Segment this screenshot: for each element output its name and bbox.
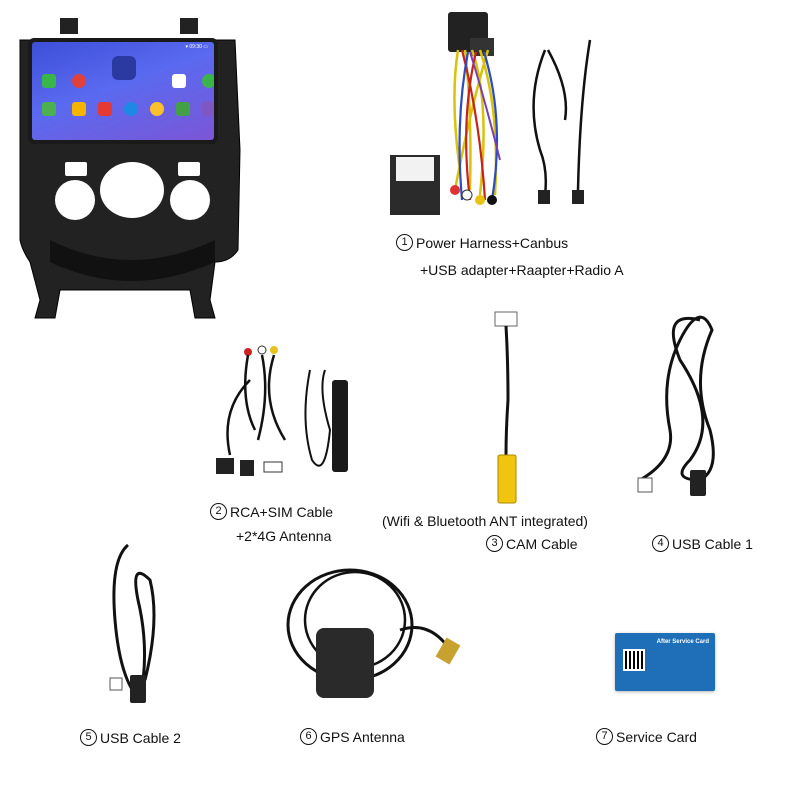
head-unit-screen: ▾ 09:30 ▭: [28, 38, 218, 144]
status-bar: ▾ 09:30 ▭: [185, 44, 208, 50]
app-icon: [42, 74, 56, 88]
item-2-label: 2 RCA+SIM Cable: [210, 503, 333, 520]
app-icon: [42, 102, 56, 116]
item-1-label: 1 Power Harness+Canbus: [396, 234, 568, 251]
app-icon: [150, 102, 164, 116]
app-icon: [98, 102, 112, 116]
qr-code-icon: [623, 649, 645, 671]
app-icon: [176, 102, 190, 116]
app-icon: [72, 102, 86, 116]
card-title: After Service Card: [656, 639, 709, 645]
item-5-label: 5 USB Cable 2: [80, 729, 181, 746]
app-icon: [72, 74, 86, 88]
app-icon: [172, 74, 186, 88]
android-icon: [112, 56, 136, 80]
item-6-label: 6 GPS Antenna: [300, 728, 405, 745]
item-4-label: 4 USB Cable 1: [652, 535, 753, 552]
app-icon: [202, 74, 214, 88]
item-3-note: (Wifi & Bluetooth ANT integrated): [382, 513, 588, 529]
item-1-sublabel: +USB adapter+Raapter+Radio A: [420, 262, 624, 278]
item-2-sublabel: +2*4G Antenna: [236, 528, 332, 544]
item-7-label: 7 Service Card: [596, 728, 697, 745]
service-card-image: After Service Card: [615, 633, 715, 691]
app-icon: [202, 102, 214, 116]
item-3-label: 3 CAM Cable: [486, 535, 578, 552]
app-icon: [124, 102, 138, 116]
